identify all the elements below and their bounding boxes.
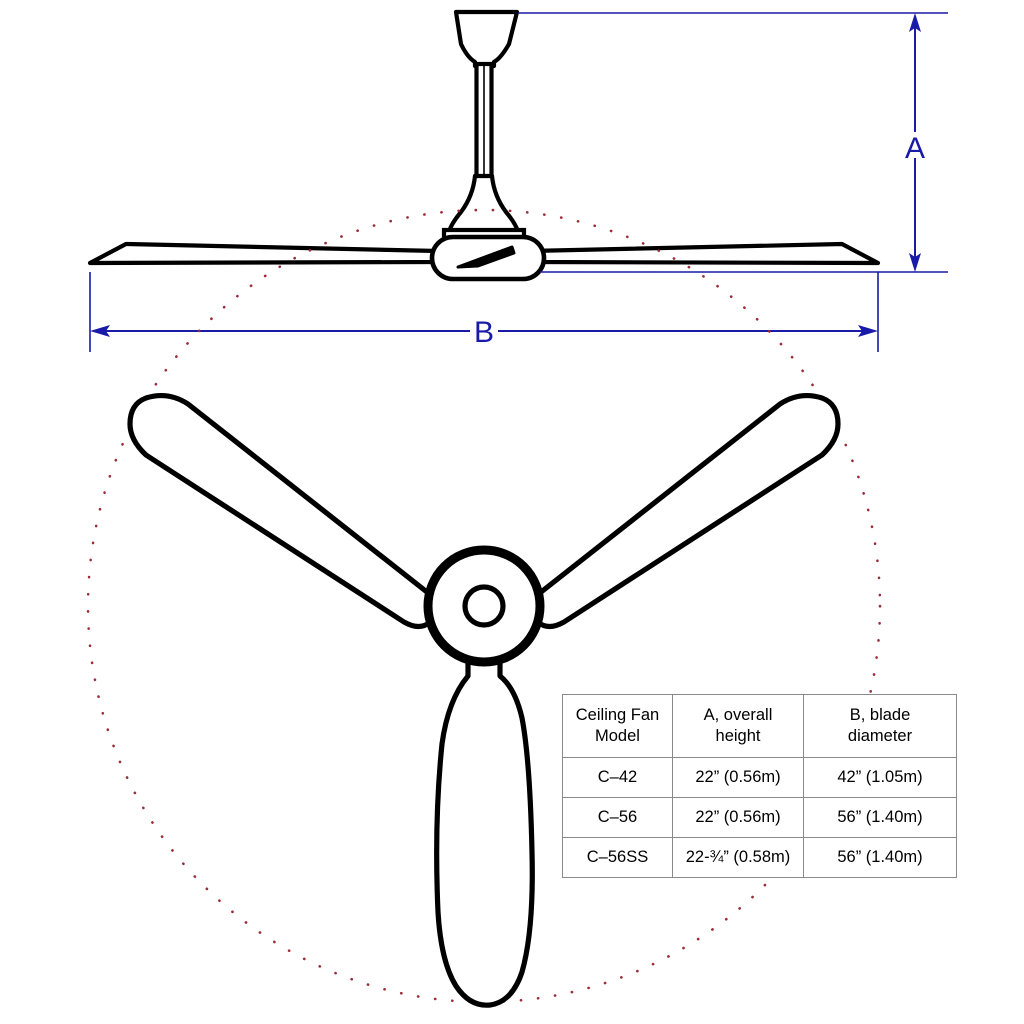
table-row: C–42 22” (0.56m) 42” (1.05m): [562, 757, 957, 798]
dimension-a-label: A: [905, 132, 925, 165]
dimension-b-arrowhead-right: [858, 325, 878, 337]
spec-table: Ceiling Fan Model A, overall height B, b…: [562, 694, 957, 878]
dimension-b-arrowhead-left: [90, 325, 110, 337]
column-header-model-line2: Model: [595, 727, 640, 745]
spec-table-container: Ceiling Fan Model A, overall height B, b…: [562, 694, 957, 878]
blade-bottom-icon: [434, 659, 535, 1008]
elevation-view: [87, 9, 881, 282]
hub-center-hole-icon: [462, 584, 506, 628]
dimension-b-label: B: [474, 316, 494, 349]
cell-diameter: 42” (1.05m): [803, 757, 957, 798]
plan-view: [86, 208, 882, 1008]
column-header-model-line1: Ceiling Fan: [575, 705, 660, 724]
motor-housing-icon: [446, 173, 521, 235]
cell-model: C–56SS: [562, 837, 673, 878]
table-header-row: Ceiling Fan Model A, overall height B, b…: [562, 694, 957, 758]
blade-left-elevation-icon: [87, 241, 441, 266]
sweep-circle-icon: [86, 208, 882, 1004]
cell-height: 22” (0.56m): [672, 757, 804, 798]
column-header-height-line1: A, overall: [703, 705, 773, 724]
dimension-a-arrowhead-top: [909, 13, 921, 32]
column-header-diameter: B, blade diameter: [803, 694, 957, 758]
column-header-diameter-line2: diameter: [847, 727, 913, 745]
cell-height: 22” (0.56m): [672, 797, 804, 838]
cell-model: C–42: [562, 757, 673, 798]
column-header-height: A, overall height: [672, 694, 804, 758]
table-row: C–56SS 22-¾” (0.58m) 56” (1.40m): [562, 837, 957, 878]
table-row: C–56 22” (0.56m) 56” (1.40m): [562, 797, 957, 838]
ceiling-canopy-icon: [453, 9, 520, 69]
blade-iron-icon: [456, 245, 516, 269]
cell-diameter: 56” (1.40m): [803, 837, 957, 878]
column-header-model: Ceiling Fan Model: [562, 694, 673, 758]
blade-upper-right-icon: [529, 392, 841, 630]
dimension-a-group: A: [518, 12, 948, 273]
blade-upper-left-icon: [127, 392, 439, 630]
cell-height: 22-¾” (0.58m): [672, 837, 804, 878]
blade-right-elevation-icon: [527, 241, 881, 266]
cell-model: C–56: [562, 797, 673, 838]
cell-diameter: 56” (1.40m): [803, 797, 957, 838]
dimension-b-group: B: [89, 272, 879, 352]
column-header-diameter-line1: B, blade: [849, 705, 911, 724]
column-header-height-line2: height: [715, 727, 761, 745]
dimension-a-arrowhead-bottom: [909, 253, 921, 272]
